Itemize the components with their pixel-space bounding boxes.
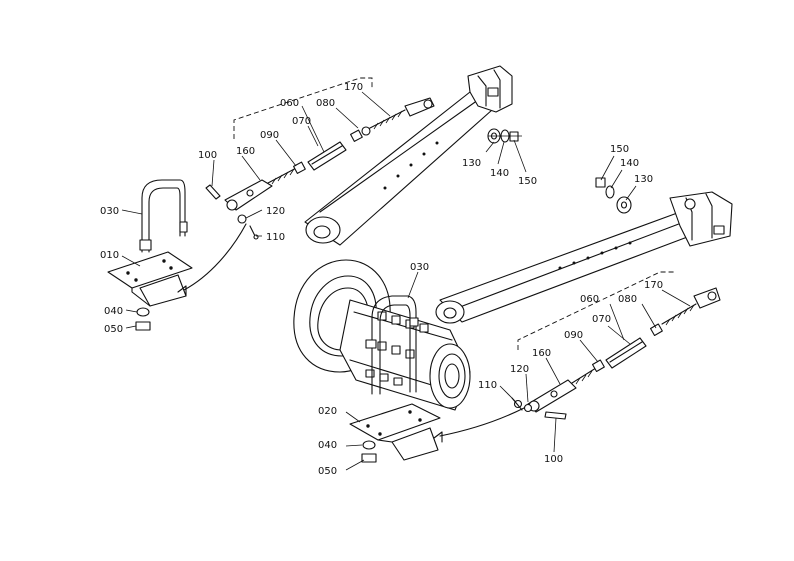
label-upper-140: 140 <box>490 168 509 179</box>
label-right-070: 070 <box>592 314 611 325</box>
label-upper-070: 070 <box>292 116 311 127</box>
upper-assembly-dashed-outline <box>233 77 373 139</box>
lower-lift-arm <box>435 191 733 324</box>
label-upper-030: 030 <box>100 206 119 217</box>
label-right-080: 080 <box>618 294 637 305</box>
part-labels: 060 080 170 070 090 160 100 120 110 130 … <box>100 82 663 477</box>
label-upper-160: 160 <box>236 146 255 157</box>
upper-arm-washer-nut-set <box>487 128 522 144</box>
lower-lift-rod-assembly <box>511 287 721 420</box>
label-right-130: 130 <box>634 174 653 185</box>
label-right-160: 160 <box>532 348 551 359</box>
center-u-bolt-and-plate <box>349 295 525 463</box>
lower-arm-washer-nut-set <box>595 177 632 214</box>
label-center-050: 050 <box>318 466 337 477</box>
label-upper-080: 080 <box>316 98 335 109</box>
label-upper-170: 170 <box>344 82 363 93</box>
leader-lines <box>121 91 691 471</box>
upper-u-bolt-and-plate <box>107 179 247 331</box>
label-upper-100: 100 <box>198 150 217 161</box>
label-right-120: 120 <box>510 364 529 375</box>
lower-assembly-dashed-outline <box>517 271 676 350</box>
label-upper-110: 110 <box>266 232 285 243</box>
label-upper-010: 010 <box>100 250 119 261</box>
label-right-150: 150 <box>610 144 629 155</box>
rear-axle-housing <box>293 259 471 411</box>
label-upper-060: 060 <box>280 98 299 109</box>
label-right-110: 110 <box>478 380 497 391</box>
label-upper-150: 150 <box>518 176 537 187</box>
label-right-060: 060 <box>580 294 599 305</box>
upper-lift-arm <box>304 65 513 246</box>
label-upper-130: 130 <box>462 158 481 169</box>
upper-lift-rod-assembly <box>205 97 435 240</box>
label-upper-120: 120 <box>266 206 285 217</box>
label-center-030: 030 <box>410 262 429 273</box>
label-right-140: 140 <box>620 158 639 169</box>
label-upper-050: 050 <box>104 324 123 335</box>
label-upper-090: 090 <box>260 130 279 141</box>
label-center-020: 020 <box>318 406 337 417</box>
label-center-040: 040 <box>318 440 337 451</box>
label-right-100: 100 <box>544 454 563 465</box>
label-upper-040: 040 <box>104 306 123 317</box>
label-right-170: 170 <box>644 280 663 291</box>
label-right-090: 090 <box>564 330 583 341</box>
